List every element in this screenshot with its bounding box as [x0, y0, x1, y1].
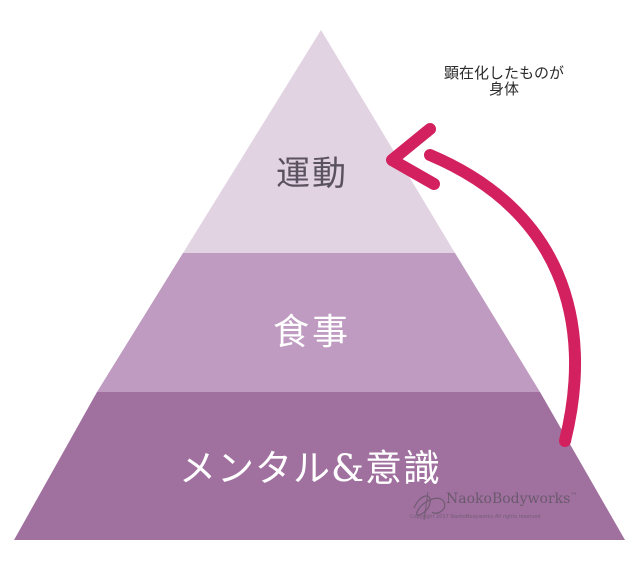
pyramid-tier-bottom — [14, 392, 625, 540]
tier-label-mental: メンタル&意識 — [179, 447, 441, 490]
arrow-body — [424, 149, 581, 447]
annotation-line-2: 身体 — [488, 80, 519, 98]
tier-label-diet: 食事 — [272, 312, 352, 353]
nb-monogram-icon — [413, 491, 446, 521]
pyramid-tier-top — [183, 30, 455, 253]
watermark-trademark: ™ — [570, 491, 578, 500]
watermark-subtext: Copyright 2017 NaokoBodyworks All rights… — [410, 514, 541, 520]
annotation-line-1: 顕在化したものが — [443, 64, 564, 82]
watermark: NaokoBodyworks™ Copyright 2017 NaokoBody… — [408, 490, 593, 526]
curved-arrow-icon — [386, 123, 581, 447]
arrow-annotation: 顕在化したものが 身体 — [404, 65, 604, 97]
tier-label-exercise: 運動 — [276, 154, 348, 194]
watermark-brand: NaokoBodyworks™ — [446, 491, 577, 507]
arrow-head — [386, 123, 440, 190]
watermark-brand-name: NaokoBodyworks — [446, 491, 571, 507]
pyramid-tier-middle — [97, 253, 540, 392]
